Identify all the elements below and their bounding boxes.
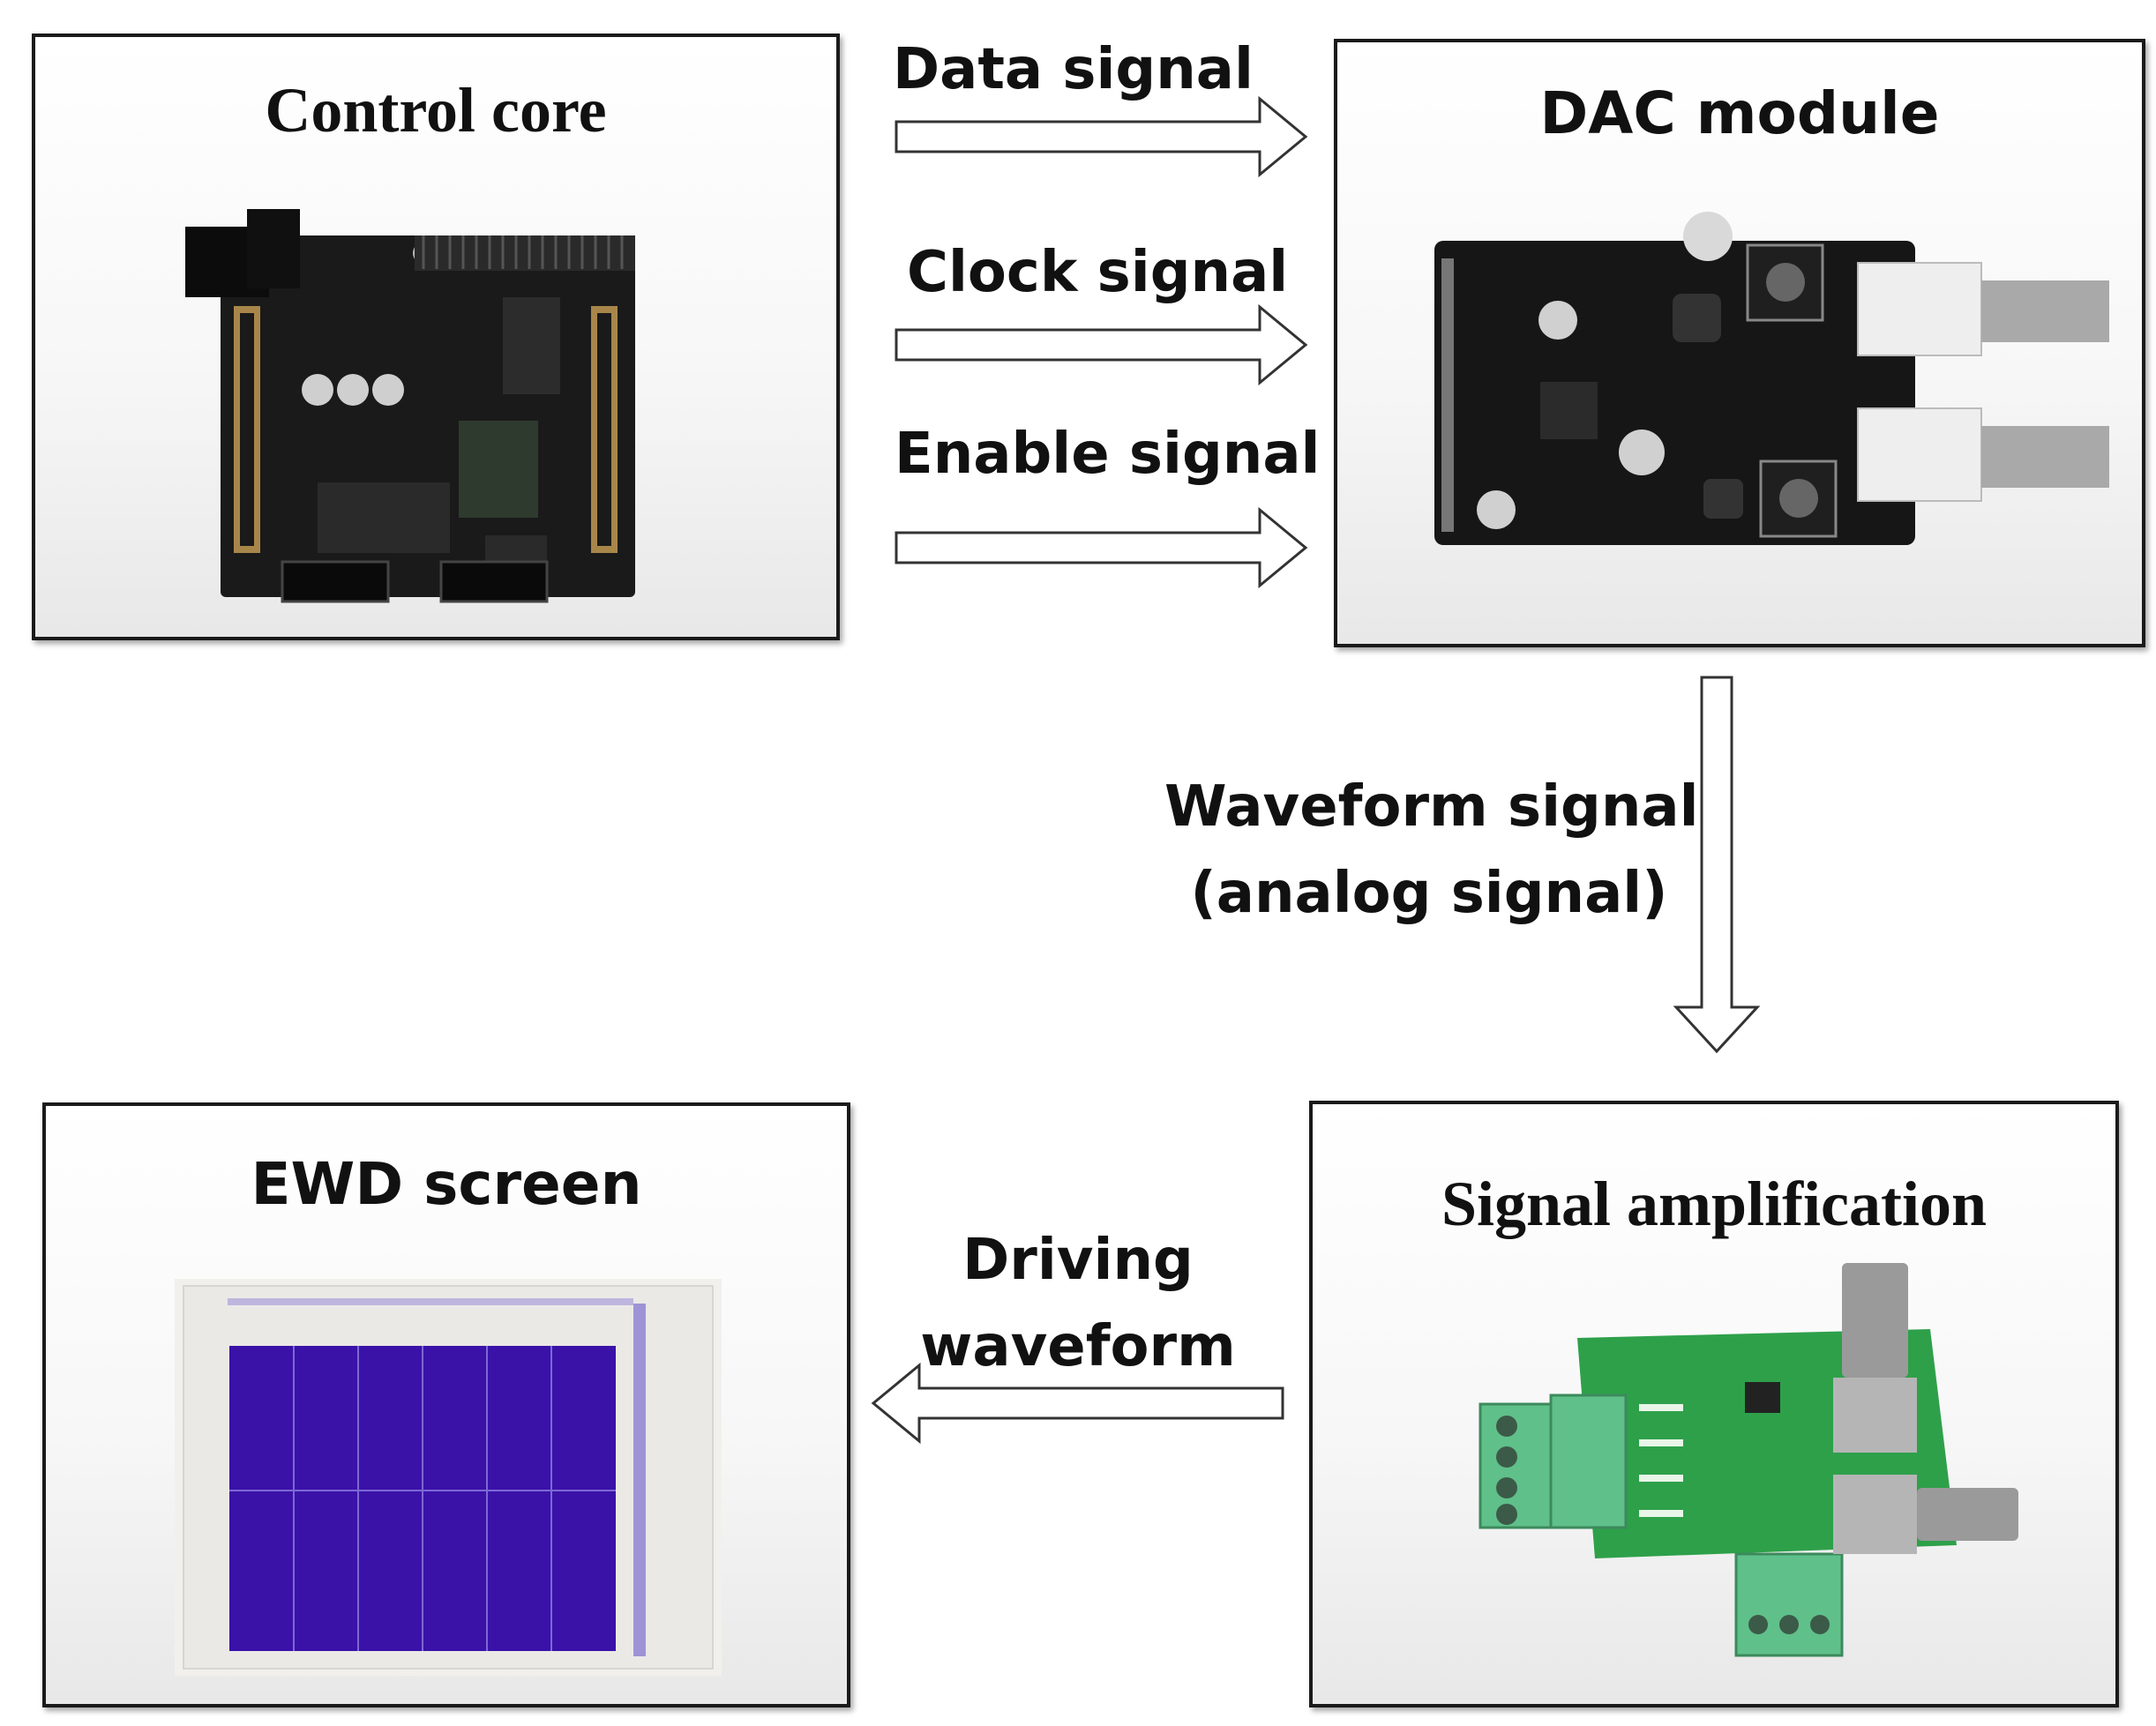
clock-signal-arrow — [895, 303, 1308, 386]
dac-module-block: DAC module — [1334, 39, 2145, 647]
signal-amplification-board-image — [1479, 1263, 2018, 1657]
data-signal-arrow — [895, 95, 1308, 178]
control-core-block: Control core — [32, 34, 840, 640]
driving-waveform-label-line1: Driving — [962, 1228, 1194, 1293]
driving-waveform-arrow — [871, 1362, 1284, 1445]
signal-amplification-title: Signal amplification — [1441, 1169, 1988, 1239]
clock-signal-label: Clock signal — [907, 240, 1289, 305]
waveform-signal-label: Waveform signal (analog signal) — [1164, 764, 1699, 937]
ewd-screen-panel-image — [175, 1279, 722, 1676]
signal-amplification-block: Signal amplification — [1309, 1101, 2119, 1707]
dac-module-title: DAC module — [1539, 79, 1940, 147]
ewd-screen-block: EWD screen — [42, 1102, 850, 1707]
driving-waveform-label-line2: waveform — [920, 1314, 1236, 1379]
control-core-title: Control core — [265, 75, 607, 146]
waveform-signal-arrow — [1673, 676, 1761, 1054]
enable-signal-label: Enable signal — [895, 422, 1321, 487]
enable-signal-arrow — [895, 506, 1308, 589]
waveform-signal-label-line2: (analog signal) — [1190, 861, 1668, 926]
data-signal-label: Data signal — [893, 37, 1254, 102]
ewd-screen-title: EWD screen — [251, 1150, 642, 1218]
dac-module-board-image — [1434, 212, 2109, 545]
waveform-signal-label-line1: Waveform signal — [1164, 774, 1699, 840]
driving-waveform-label: Driving waveform — [902, 1217, 1254, 1390]
control-core-board-image — [185, 209, 635, 603]
